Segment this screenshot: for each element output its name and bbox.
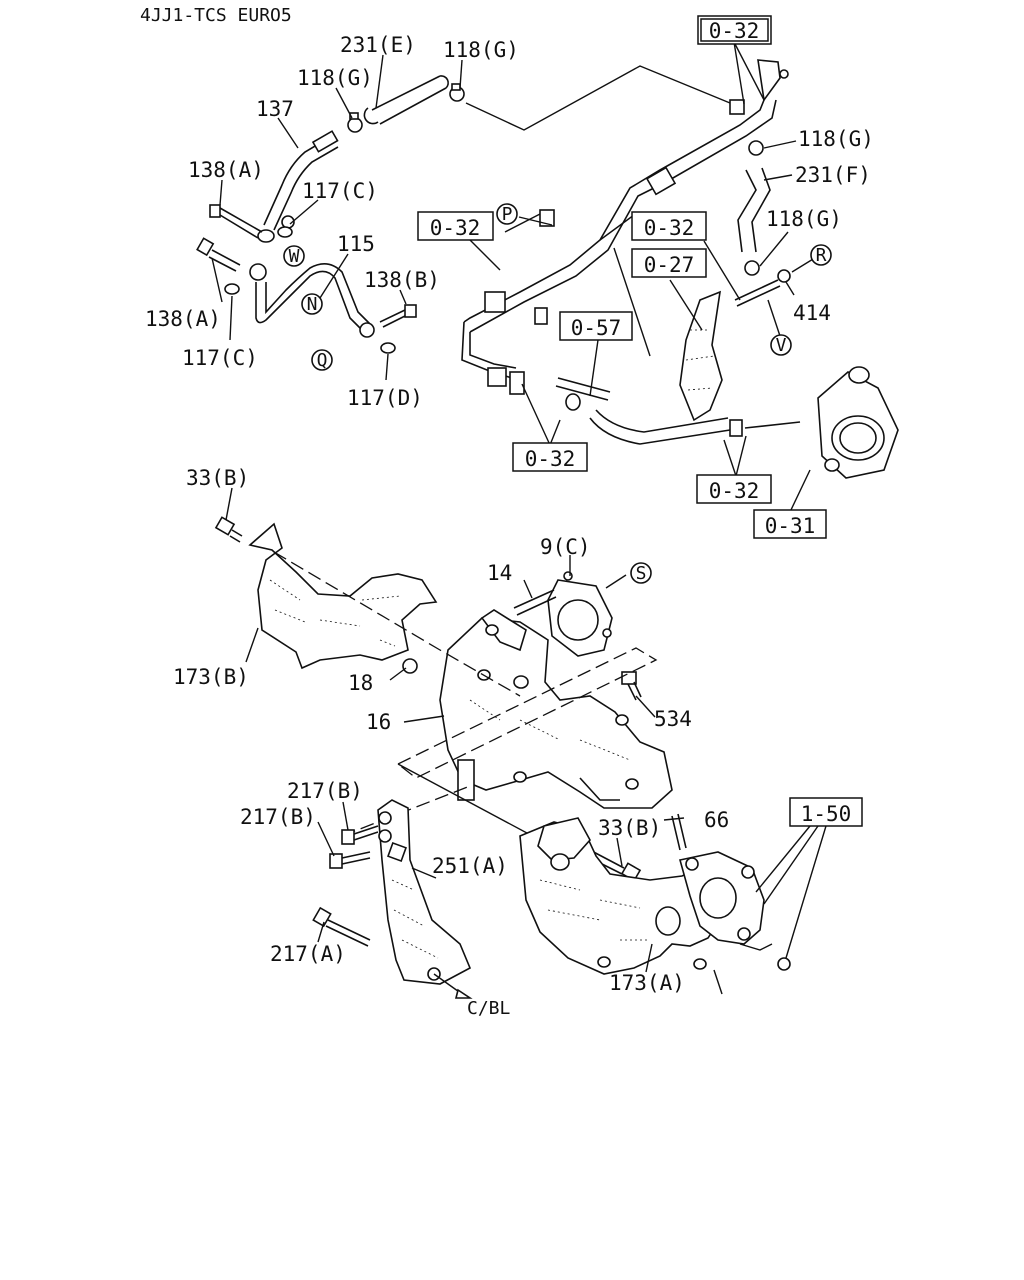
clamp-118g-b: [347, 112, 363, 133]
label-117d: 117(D): [347, 386, 423, 410]
clip-117c-top: [277, 226, 293, 238]
ref-box-label: 0-32: [644, 216, 695, 240]
heat-shield-0-27: [679, 290, 723, 422]
label-118g-right-2: 118(G): [766, 207, 842, 231]
label-217a: 217(A): [270, 942, 346, 966]
bolt-414: [734, 269, 791, 307]
label-18: 18: [348, 671, 373, 695]
turbo-flange-1-50: [679, 851, 791, 971]
label-173b: 173(B): [173, 665, 249, 689]
label-cbl: C/BL: [467, 998, 511, 1019]
gasket-9c: [547, 571, 613, 657]
bolt-534: [621, 671, 642, 701]
marker-letter: R: [816, 245, 827, 266]
clamp-118g-a: [449, 83, 465, 102]
ref-box-label: 0-32: [709, 19, 760, 43]
label-217b-2: 217(B): [240, 805, 316, 829]
label-231e: 231(E): [340, 33, 416, 57]
bolt-138a-left: [196, 237, 241, 272]
ref-box-0-32-right: 0-32: [696, 474, 772, 504]
marker-v: V: [770, 334, 792, 356]
ref-box-label: 0-31: [765, 514, 816, 538]
marker-q: Q: [311, 349, 333, 371]
marker-s: S: [630, 562, 652, 584]
ref-box-1-50: 1-50: [789, 797, 863, 827]
label-117c-bottom: 117(C): [182, 346, 258, 370]
hose-231e: [363, 75, 450, 125]
marker-letter: P: [502, 204, 513, 225]
label-137: 137: [256, 97, 294, 121]
label-117c-top: 117(C): [302, 179, 378, 203]
bracket-251a: [377, 799, 473, 999]
label-414: 414: [793, 301, 831, 325]
bolt-217a: [312, 906, 371, 947]
ref-box-0-57: 0-57: [559, 311, 633, 341]
label-33b-top: 33(B): [186, 466, 249, 490]
label-138a-top: 138(A): [188, 158, 264, 182]
label-66: 66: [704, 808, 729, 832]
ref-box-label: 0-32: [709, 479, 760, 503]
label-138b: 138(B): [364, 268, 440, 292]
label-118g-left: 118(G): [297, 66, 373, 90]
ref-box-label: 1-50: [801, 802, 852, 826]
ref-box-0-32-mid: 0-32: [631, 211, 707, 241]
assembly-outline-a: [396, 647, 658, 779]
label-14: 14: [487, 561, 512, 585]
label-118g-right-1: 118(G): [798, 127, 874, 151]
heat-shield-173b: [248, 522, 438, 670]
marker-letter: Q: [317, 350, 328, 371]
marker-letter: V: [776, 335, 787, 356]
ref-box-label: 0-27: [644, 253, 695, 277]
ref-box-0-31: 0-31: [753, 509, 827, 539]
marker-letter: W: [289, 246, 300, 267]
label-115: 115: [337, 232, 375, 256]
label-251a: 251(A): [432, 854, 508, 878]
exhaust-manifold-16: [439, 609, 673, 809]
hose-lower: [589, 409, 801, 445]
hose-231f: [737, 140, 771, 276]
label-16: 16: [366, 710, 391, 734]
marker-letter: N: [307, 294, 318, 315]
label-138a-left: 138(A): [145, 307, 221, 331]
ref-box-0-32-top: 0-32: [697, 15, 772, 45]
leader-lines: [211, 41, 827, 973]
ref-box-label: 0-32: [525, 447, 576, 471]
label-173a: 173(A): [609, 971, 685, 995]
bolt-33b-top: [214, 516, 243, 543]
ref-box-0-27: 0-27: [631, 248, 707, 278]
marker-r: R: [810, 244, 832, 266]
clip-117d: [380, 342, 396, 354]
ref-box-label: 0-57: [571, 316, 622, 340]
label-9c: 9(C): [540, 535, 591, 559]
label-33b-mid: 33(B): [598, 816, 661, 840]
marker-p: P: [496, 203, 518, 225]
bolt-217b-b: [329, 851, 371, 869]
nut-18: [402, 658, 418, 674]
assembly-outline-b: [273, 551, 521, 697]
rod-0-57: [555, 377, 611, 401]
label-118g-top: 118(G): [443, 38, 519, 62]
leader-173a-tail: [713, 969, 723, 995]
heat-shield-173a: [519, 817, 727, 975]
water-pipe-main: [461, 59, 789, 411]
bolt-138a-top: [209, 204, 263, 239]
label-534: 534: [654, 707, 692, 731]
ref-box-0-32-left: 0-32: [417, 211, 494, 241]
label-217b-1: 217(B): [287, 779, 363, 803]
ref-box-0-32-low: 0-32: [512, 442, 588, 472]
diagram-title: 4JJ1-TCS EURO5: [140, 5, 292, 26]
clip-117c-bottom: [224, 283, 240, 295]
label-231f: 231(F): [795, 163, 871, 187]
marker-letter: S: [636, 563, 647, 584]
marker-n: N: [301, 293, 323, 315]
ref-box-label: 0-32: [430, 216, 481, 240]
stud-66: [671, 813, 687, 851]
marker-w: W: [283, 245, 305, 267]
stud-14: [513, 589, 557, 616]
bolt-138b: [379, 304, 417, 328]
thermostat-housing: [817, 366, 899, 479]
